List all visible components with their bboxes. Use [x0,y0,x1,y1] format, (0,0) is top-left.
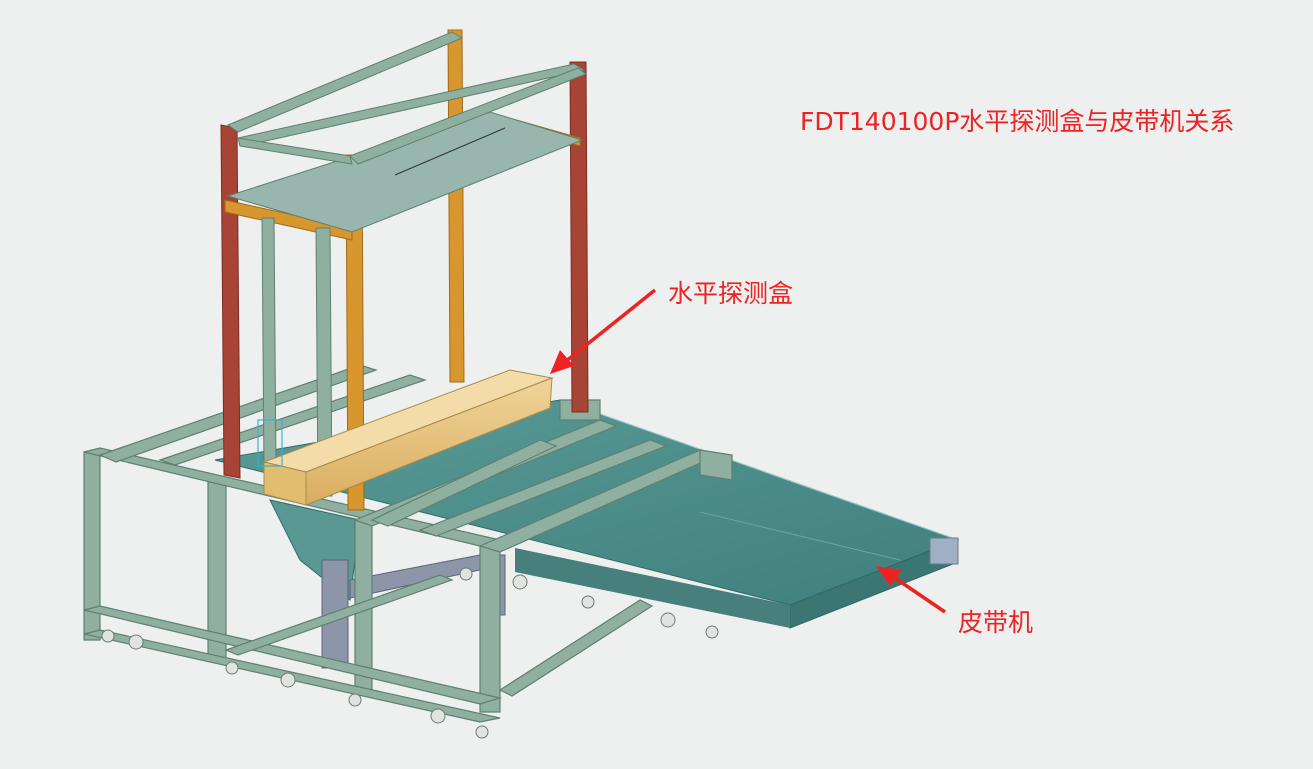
diagram-title: FDT140100P水平探测盒与皮带机关系 [800,107,1235,136]
detector-box-label: 水平探测盒 [668,279,794,308]
belt-conveyor-label: 皮带机 [958,608,1034,637]
inner-posts [261,217,333,497]
top-platform [226,31,588,233]
detector-box [257,369,554,506]
callout-arrows [550,288,946,614]
casters [101,567,719,739]
